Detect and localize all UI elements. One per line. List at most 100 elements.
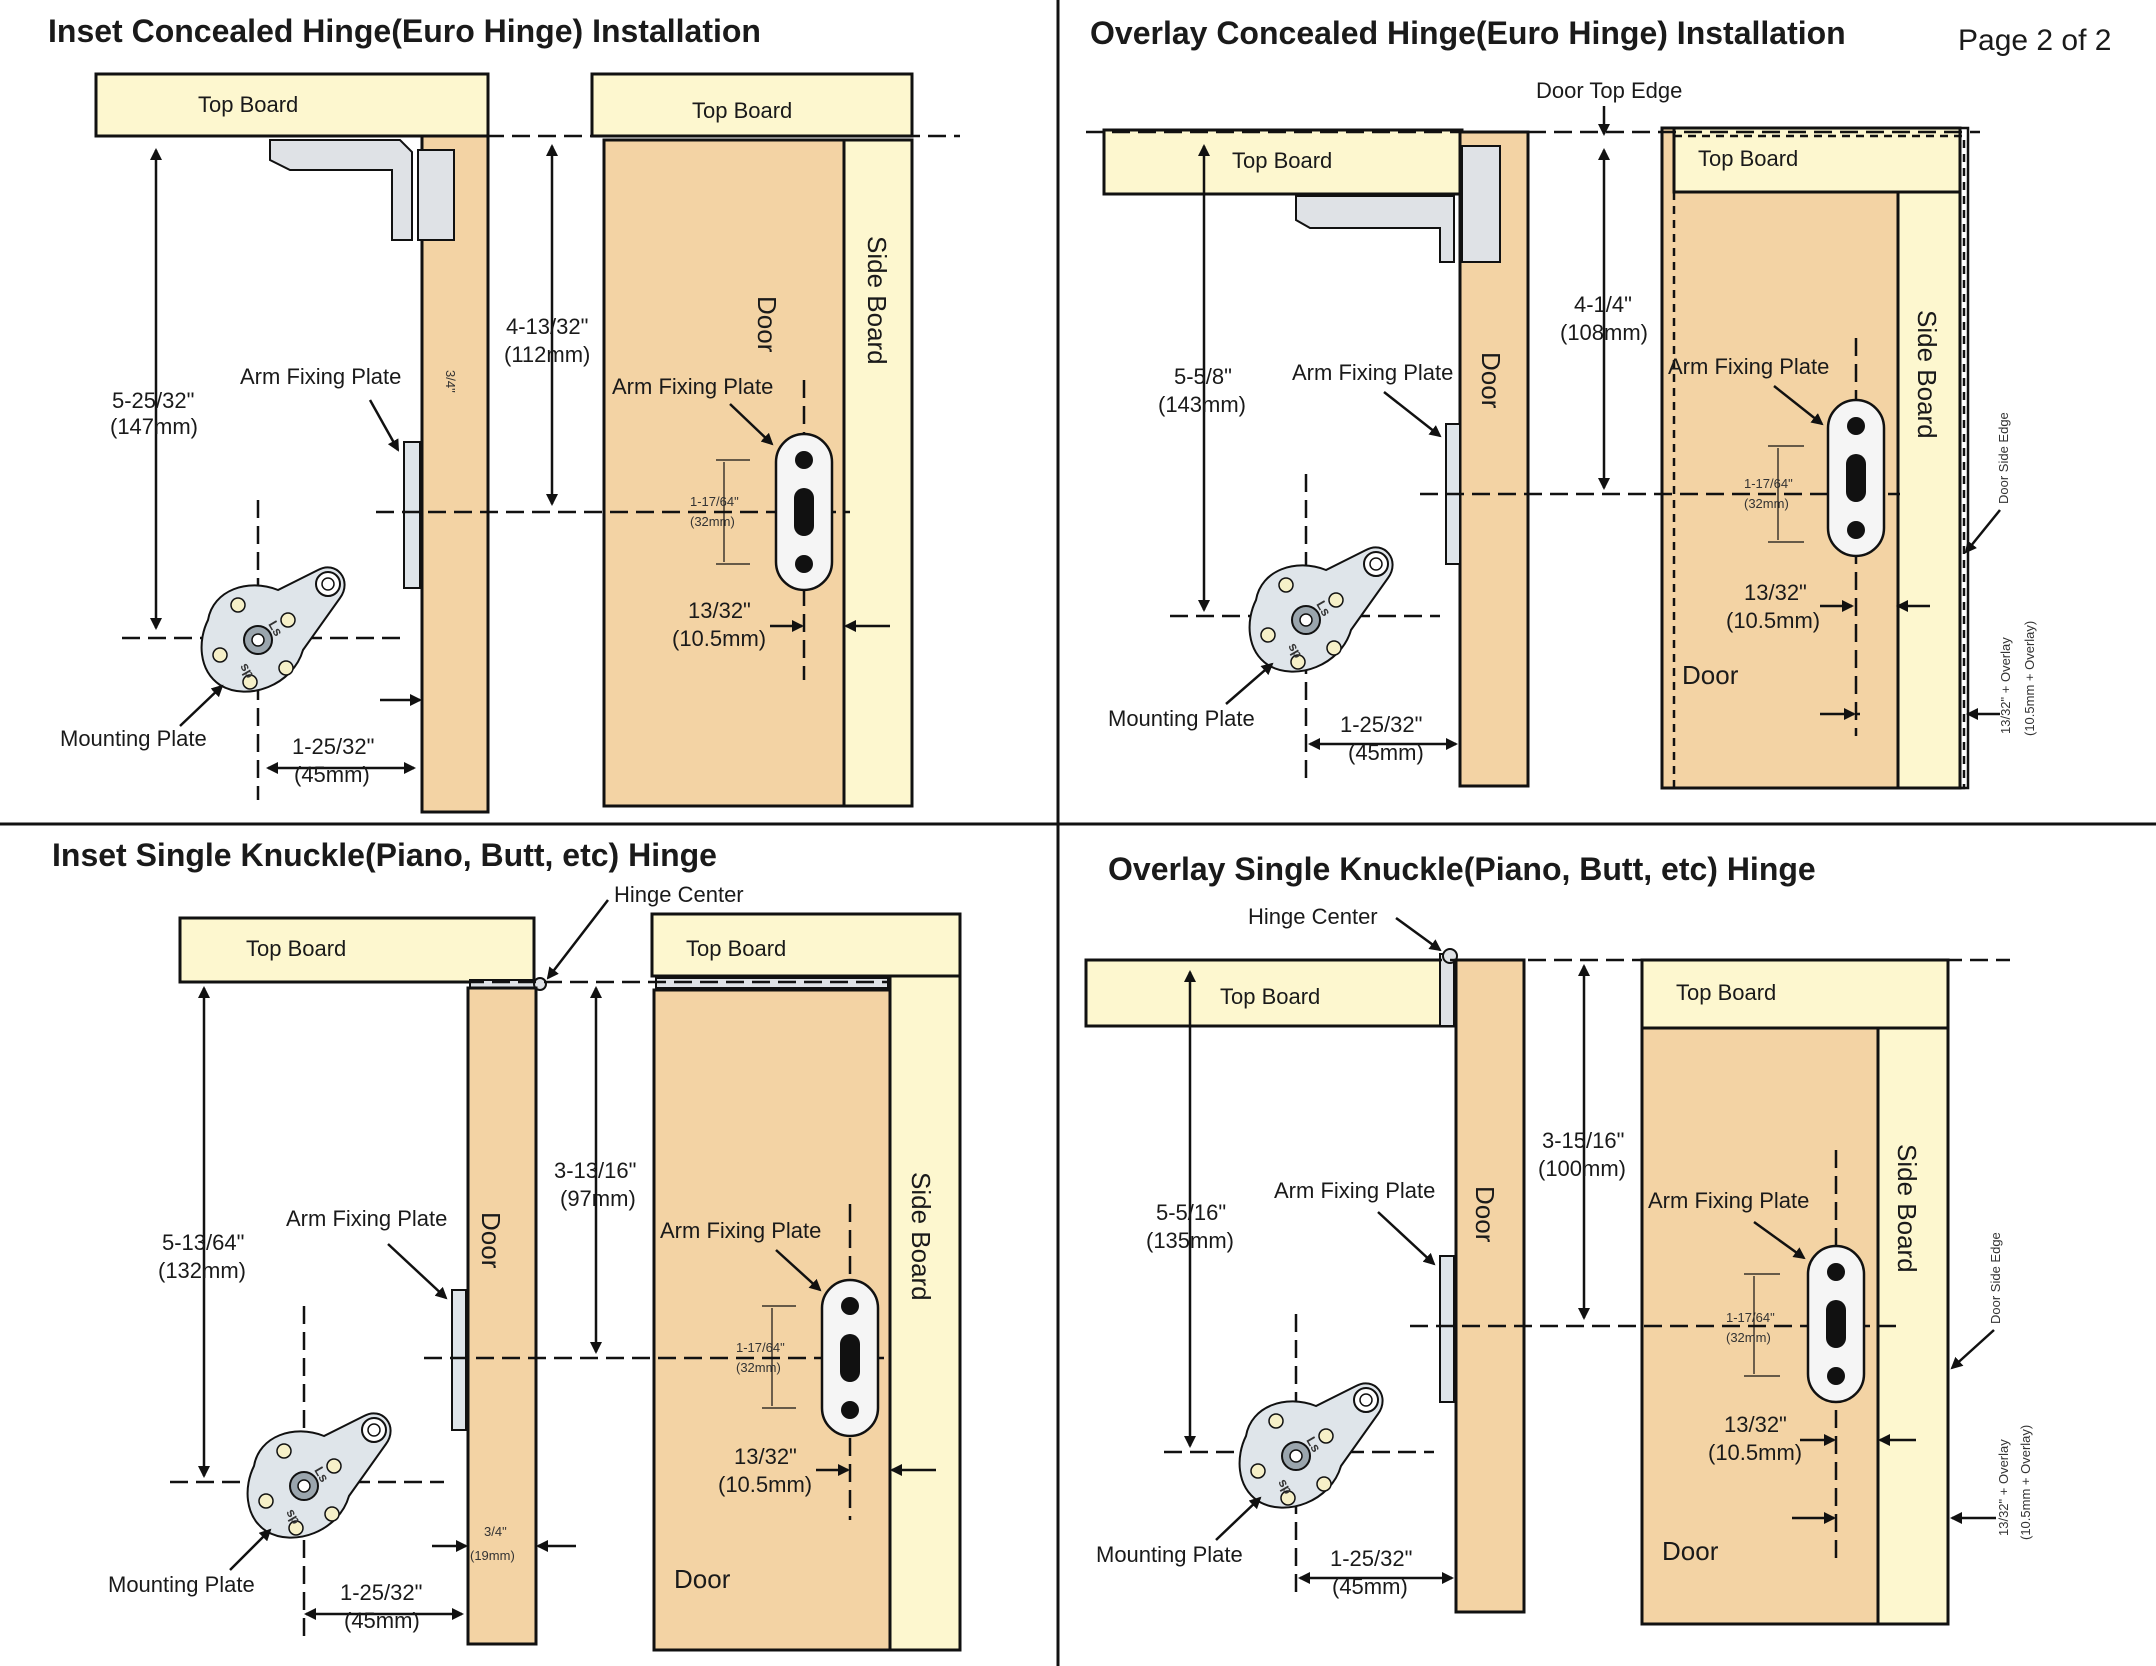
top-board-label: Top Board <box>686 936 786 961</box>
overlay-mm: (10.5mm + Overlay) <box>2022 621 2037 736</box>
arm-plate-slot-icon <box>774 432 834 592</box>
door-thickness-in: 3/4" <box>484 1524 507 1539</box>
top-board-label: Top Board <box>198 92 298 117</box>
door-label: Door <box>752 296 782 353</box>
panel-overlay-concealed: Top Board Door Top Board Side Board Door… <box>1086 78 2037 790</box>
arm-height-mm: (108mm) <box>1560 320 1648 345</box>
arm-fixing-plate-label-2: Arm Fixing Plate <box>612 374 773 399</box>
mount-offset-in: 1-25/32" <box>1330 1546 1412 1571</box>
mount-offset-mm: (45mm) <box>344 1608 420 1633</box>
mount-offset-mm: (45mm) <box>1332 1574 1408 1599</box>
arm-fixing-plate-label-2: Arm Fixing Plate <box>1668 354 1829 379</box>
offset-mm: (10.5mm) <box>672 626 766 651</box>
mount-height-mm: (143mm) <box>1158 392 1246 417</box>
door-top-edge-label: Door Top Edge <box>1536 78 1682 103</box>
top-board-label: Top Board <box>1676 980 1776 1005</box>
door-label-2: Door <box>1682 660 1739 690</box>
panel-inset-knuckle: Top Board Top Board Door Side Board Door… <box>108 882 962 1652</box>
panel-overlay-knuckle: Top Board Door Top Board Side Board Door… <box>1084 904 2033 1626</box>
panel-2-title: Overlay Concealed Hinge(Euro Hinge) Inst… <box>1090 15 1846 51</box>
side-board-label: Side Board <box>1912 310 1942 439</box>
top-board-label: Top Board <box>692 98 792 123</box>
door-label: Door <box>476 1212 506 1269</box>
hinge-center-label: Hinge Center <box>1248 904 1378 929</box>
door-outline <box>1672 134 1966 790</box>
plate-spacing-mm: (32mm) <box>1744 496 1789 511</box>
arm-fixing-plate-label-2: Arm Fixing Plate <box>660 1218 821 1243</box>
overlay-in: 13/32" + Overlay <box>1998 637 2013 734</box>
mount-height-in: 5-5/16" <box>1156 1200 1226 1225</box>
mount-height-in: 5-5/8" <box>1174 364 1232 389</box>
concealed-hinge <box>269 139 413 241</box>
side-board <box>842 138 914 808</box>
page-number: Page 2 of 2 <box>1958 24 2111 57</box>
door-side-edge-label: Door Side Edge <box>1996 412 2011 504</box>
mount-offset-in: 1-25/32" <box>1340 712 1422 737</box>
mounting-plate-icon <box>246 1412 392 1539</box>
side-board <box>888 974 962 1652</box>
arm-fixing-plate <box>403 441 421 589</box>
panel-inset-concealed: Top Board Top Board 3/4" Side Board Door… <box>60 72 960 814</box>
arm-fixing-plate-label: Arm Fixing Plate <box>286 1206 447 1231</box>
door-label: Door <box>1470 1186 1500 1243</box>
arm-height-in: 4-13/32" <box>506 314 588 339</box>
side-board-label: Side Board <box>862 236 892 365</box>
mount-offset-in: 1-25/32" <box>292 734 374 759</box>
top-board-right <box>590 72 914 138</box>
piano-hinge <box>1439 953 1455 1027</box>
side-board-label: Side Board <box>1892 1144 1922 1273</box>
plate-spacing-mm: (32mm) <box>736 1360 781 1375</box>
offset-in: 13/32" <box>688 598 751 623</box>
top-board-label: Top Board <box>1698 146 1798 171</box>
arm-fixing-plate-label-2: Arm Fixing Plate <box>1648 1188 1809 1213</box>
offset-mm: (10.5mm) <box>1708 1440 1802 1465</box>
top-board-label: Top Board <box>1220 984 1320 1009</box>
top-board-left <box>1102 128 1464 196</box>
arm-plate-slot-icon <box>820 1278 880 1438</box>
panel-1-title: Inset Concealed Hinge(Euro Hinge) Instal… <box>48 13 761 49</box>
mount-offset-mm: (45mm) <box>1348 740 1424 765</box>
arm-height-mm: (97mm) <box>560 1186 636 1211</box>
offset-in: 13/32" <box>1744 580 1807 605</box>
top-board-left <box>94 72 490 138</box>
arm-height-in: 3-13/16" <box>554 1158 636 1183</box>
door-edge <box>466 986 538 1646</box>
mounting-plate-icon <box>200 566 346 693</box>
top-board-left <box>1084 958 1456 1028</box>
arm-fixing-plate <box>451 1289 467 1431</box>
plate-spacing-in: 1-17/64" <box>690 494 739 509</box>
offset-in: 13/32" <box>734 1444 797 1469</box>
arm-height-mm: (100mm) <box>1538 1156 1626 1181</box>
mount-height-mm: (147mm) <box>110 414 198 439</box>
door-thickness-mm: (19mm) <box>470 1548 515 1563</box>
mount-offset-in: 1-25/32" <box>340 1580 422 1605</box>
offset-in: 13/32" <box>1724 1412 1787 1437</box>
mount-offset-mm: (45mm) <box>294 762 370 787</box>
door-label: Door <box>1476 352 1506 409</box>
side-board-label: Side Board <box>906 1172 936 1301</box>
plate-spacing-in: 1-17/64" <box>736 1340 785 1355</box>
door-thickness-label: 3/4" <box>443 370 458 393</box>
door-side-edge-label: Door Side Edge <box>1988 1232 2003 1324</box>
concealed-hinge <box>1295 195 1455 263</box>
door-label-2: Door <box>1662 1536 1719 1566</box>
arm-plate-slot-icon <box>1826 398 1886 558</box>
arm-fixing-plate-label: Arm Fixing Plate <box>240 364 401 389</box>
door-edge <box>1454 958 1526 1614</box>
top-board-label: Top Board <box>1232 148 1332 173</box>
arm-fixing-plate-label: Arm Fixing Plate <box>1292 360 1453 385</box>
top-board-left <box>178 916 536 984</box>
offset-mm: (10.5mm) <box>1726 608 1820 633</box>
side-board <box>1896 190 1962 790</box>
offset-mm: (10.5mm) <box>718 1472 812 1497</box>
mounting-plate-icon <box>1248 546 1394 673</box>
panel-4-title: Overlay Single Knuckle(Piano, Butt, etc)… <box>1108 851 1816 887</box>
overlay-in: 13/32" + Overlay <box>1996 1439 2011 1536</box>
mount-height-mm: (135mm) <box>1146 1228 1234 1253</box>
top-board-label: Top Board <box>246 936 346 961</box>
mounting-plate-label: Mounting Plate <box>1096 1542 1243 1567</box>
mount-height-in: 5-13/64" <box>162 1230 244 1255</box>
hinge-center-label: Hinge Center <box>614 882 744 907</box>
mounting-plate-label: Mounting Plate <box>108 1572 255 1597</box>
